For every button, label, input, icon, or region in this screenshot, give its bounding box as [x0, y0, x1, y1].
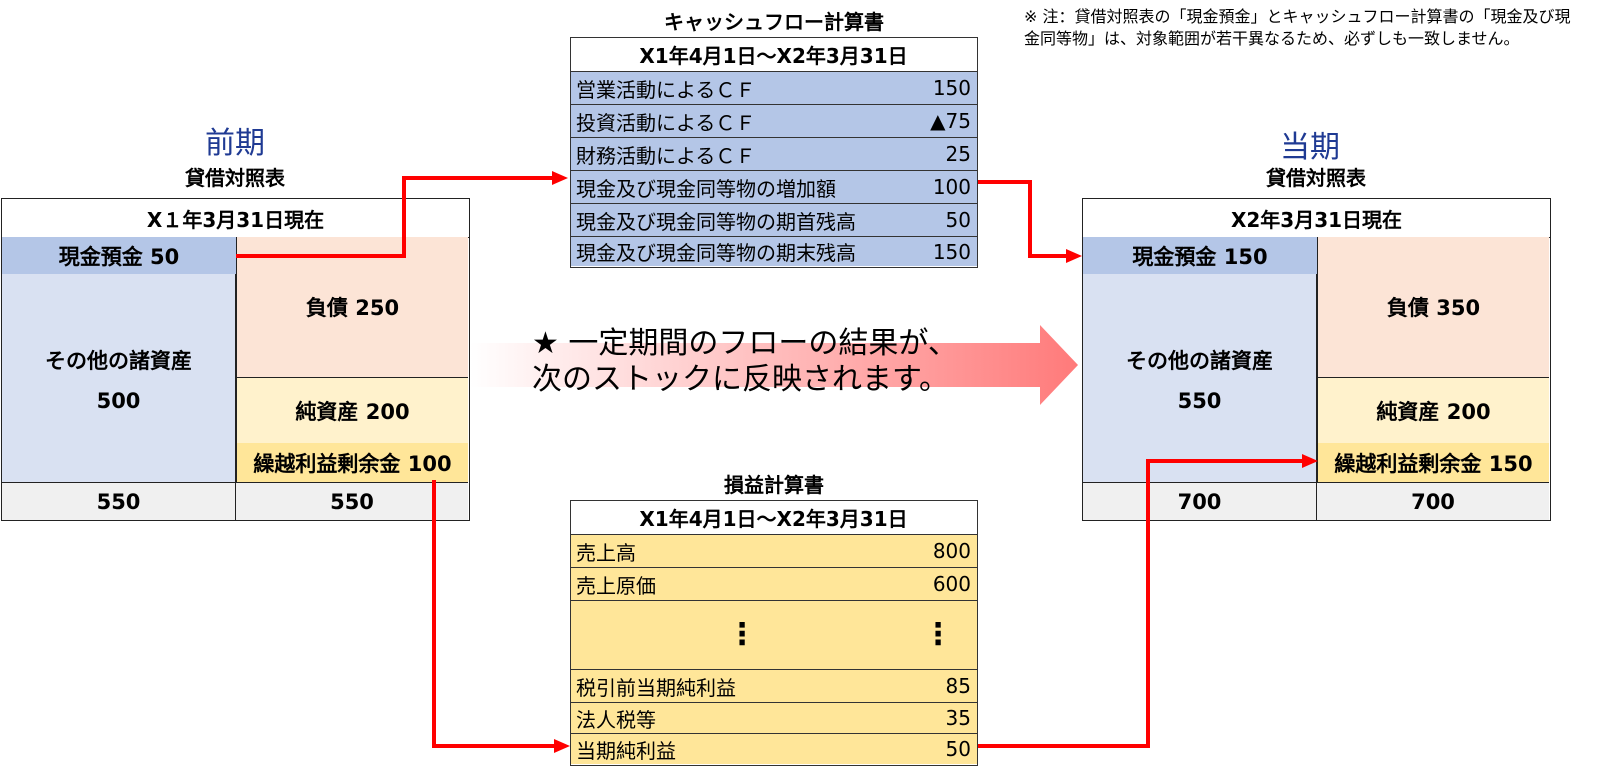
- income-row: 売上原価 600: [571, 567, 977, 600]
- cash-flow-row-label: 財務活動によるＣＦ: [576, 143, 756, 168]
- prior-other-assets: その他の諸資産 500: [2, 274, 236, 483]
- prior-cash: 現金預金 50: [2, 237, 236, 274]
- prior-liabilities: 負債 250: [236, 237, 468, 377]
- current-bs-title: 貸借対照表: [1266, 166, 1366, 190]
- income-statement-table: X1年4月1日～X2年3月31日 売上高 800 売上原価 600 ⋮ ⋮ 税引…: [570, 500, 978, 766]
- footnote: ※ 注：貸借対照表の「現金預金」とキャッシュフロー計算書の「現金及び現金同等物」…: [1024, 7, 1571, 48]
- cash-flow-row: 現金及び現金同等物の増加額 100: [571, 170, 977, 203]
- prior-bs-date: X１年3月31日現在: [2, 199, 469, 238]
- income-statement-period: X1年4月1日～X2年3月31日: [571, 501, 977, 534]
- cash-flow-title: キャッシュフロー計算書: [664, 10, 884, 34]
- ellipsis-left: ⋮: [727, 616, 757, 652]
- income-row-value: 600: [932, 572, 971, 596]
- current-other-assets: その他の諸資産 550: [1083, 274, 1317, 483]
- flow-arrow: [470, 325, 1078, 405]
- income-row-value: 50: [945, 737, 971, 761]
- arrow-cf-to-cash: [978, 180, 1066, 258]
- income-row-value: 800: [932, 539, 971, 563]
- arrowhead-icon: [552, 171, 568, 185]
- current-cash: 現金預金 150: [1083, 237, 1317, 274]
- income-row-label: 税引前当期純利益: [576, 675, 736, 700]
- cash-flow-row-value: ▲75: [930, 109, 971, 133]
- current-retained-earnings: 繰越利益剰余金 150: [1317, 443, 1549, 483]
- income-row-label: 当期純利益: [576, 738, 676, 763]
- current-net-assets: 純資産 200: [1317, 377, 1549, 443]
- income-row: 売上高 800: [571, 534, 977, 567]
- cash-flow-row: 現金及び現金同等物の期首残高 50: [571, 203, 977, 236]
- arrowhead-icon: [1066, 249, 1082, 263]
- cash-flow-row-label: 現金及び現金同等物の期首残高: [576, 209, 856, 234]
- cash-flow-row: 投資活動によるＣＦ ▲75: [571, 104, 977, 137]
- cash-flow-period-text: X1年4月1日～X2年3月31日: [639, 44, 908, 68]
- income-statement-title: 損益計算書: [724, 473, 824, 497]
- current-balance-sheet: X2年3月31日現在 現金預金 150 その他の諸資産 550 負債 350 純…: [1082, 198, 1551, 521]
- income-row-value: 35: [945, 706, 971, 730]
- current-period-label: 当期: [1280, 130, 1340, 165]
- cash-flow-row: 営業活動によるＣＦ 150: [571, 71, 977, 104]
- income-row-label: 売上高: [576, 540, 636, 565]
- ellipsis-right: ⋮: [923, 616, 953, 652]
- prior-total-liab-equity: 550: [236, 482, 468, 520]
- income-statement-period-text: X1年4月1日～X2年3月31日: [639, 507, 908, 531]
- income-row-label: 法人税等: [576, 707, 656, 732]
- flow-message-line2: 次のストックに反映されます。: [532, 362, 949, 397]
- current-other-assets-value: 550: [1177, 388, 1222, 413]
- prior-bs-title: 貸借対照表: [185, 166, 285, 190]
- prior-total-assets: 550: [2, 482, 236, 520]
- prior-other-assets-value: 500: [96, 388, 141, 413]
- cash-flow-row-label: 営業活動によるＣＦ: [576, 77, 756, 102]
- cash-flow-row: 現金及び現金同等物の期末残高 150: [571, 236, 977, 266]
- current-bs-date: X2年3月31日現在: [1083, 199, 1550, 238]
- income-row: 当期純利益 50: [571, 733, 977, 764]
- income-row-label: 売上原価: [576, 573, 656, 598]
- cash-flow-period: X1年4月1日～X2年3月31日: [571, 38, 977, 71]
- cash-flow-row-value: 150: [932, 76, 971, 100]
- income-row-value: 85: [945, 674, 971, 698]
- arrowhead-icon: [554, 739, 570, 753]
- cash-flow-row-label: 現金及び現金同等物の増加額: [576, 176, 836, 201]
- cash-flow-row-value: 150: [932, 239, 971, 264]
- prior-retained-earnings: 繰越利益剰余金 100: [236, 443, 468, 483]
- cash-flow-row-value: 25: [945, 142, 971, 166]
- cash-flow-row-label: 投資活動によるＣＦ: [576, 110, 756, 135]
- cash-flow-row-value: 50: [945, 208, 971, 232]
- current-liabilities: 負債 350: [1317, 237, 1549, 377]
- cash-flow-row-value: 100: [932, 175, 971, 199]
- current-other-assets-label: その他の諸資産: [1126, 348, 1273, 373]
- prior-other-assets-label: その他の諸資産: [45, 348, 192, 373]
- prior-net-assets: 純資産 200: [236, 377, 468, 443]
- flow-message-line1: ★ 一定期間のフローの結果が、: [532, 326, 958, 361]
- current-total-liab-equity: 700: [1317, 482, 1549, 520]
- prior-balance-sheet: X１年3月31日現在 現金預金 50 その他の諸資産 500 負債 250 純資…: [1, 198, 470, 521]
- cash-flow-row-label: 現金及び現金同等物の期末残高: [576, 241, 856, 265]
- income-row: 税引前当期純利益 85: [571, 669, 977, 702]
- current-total-assets: 700: [1083, 482, 1317, 520]
- flow-message: ★ 一定期間のフローの結果が、 次のストックに反映されます。: [532, 326, 1002, 398]
- cash-flow-table: X1年4月1日～X2年3月31日 営業活動によるＣＦ 150 投資活動によるＣＦ…: [570, 37, 978, 268]
- income-row: 法人税等 35: [571, 702, 977, 733]
- cash-flow-row: 財務活動によるＣＦ 25: [571, 137, 977, 170]
- prior-period-label: 前期: [205, 126, 265, 161]
- income-ellipsis-row: ⋮ ⋮: [571, 600, 977, 669]
